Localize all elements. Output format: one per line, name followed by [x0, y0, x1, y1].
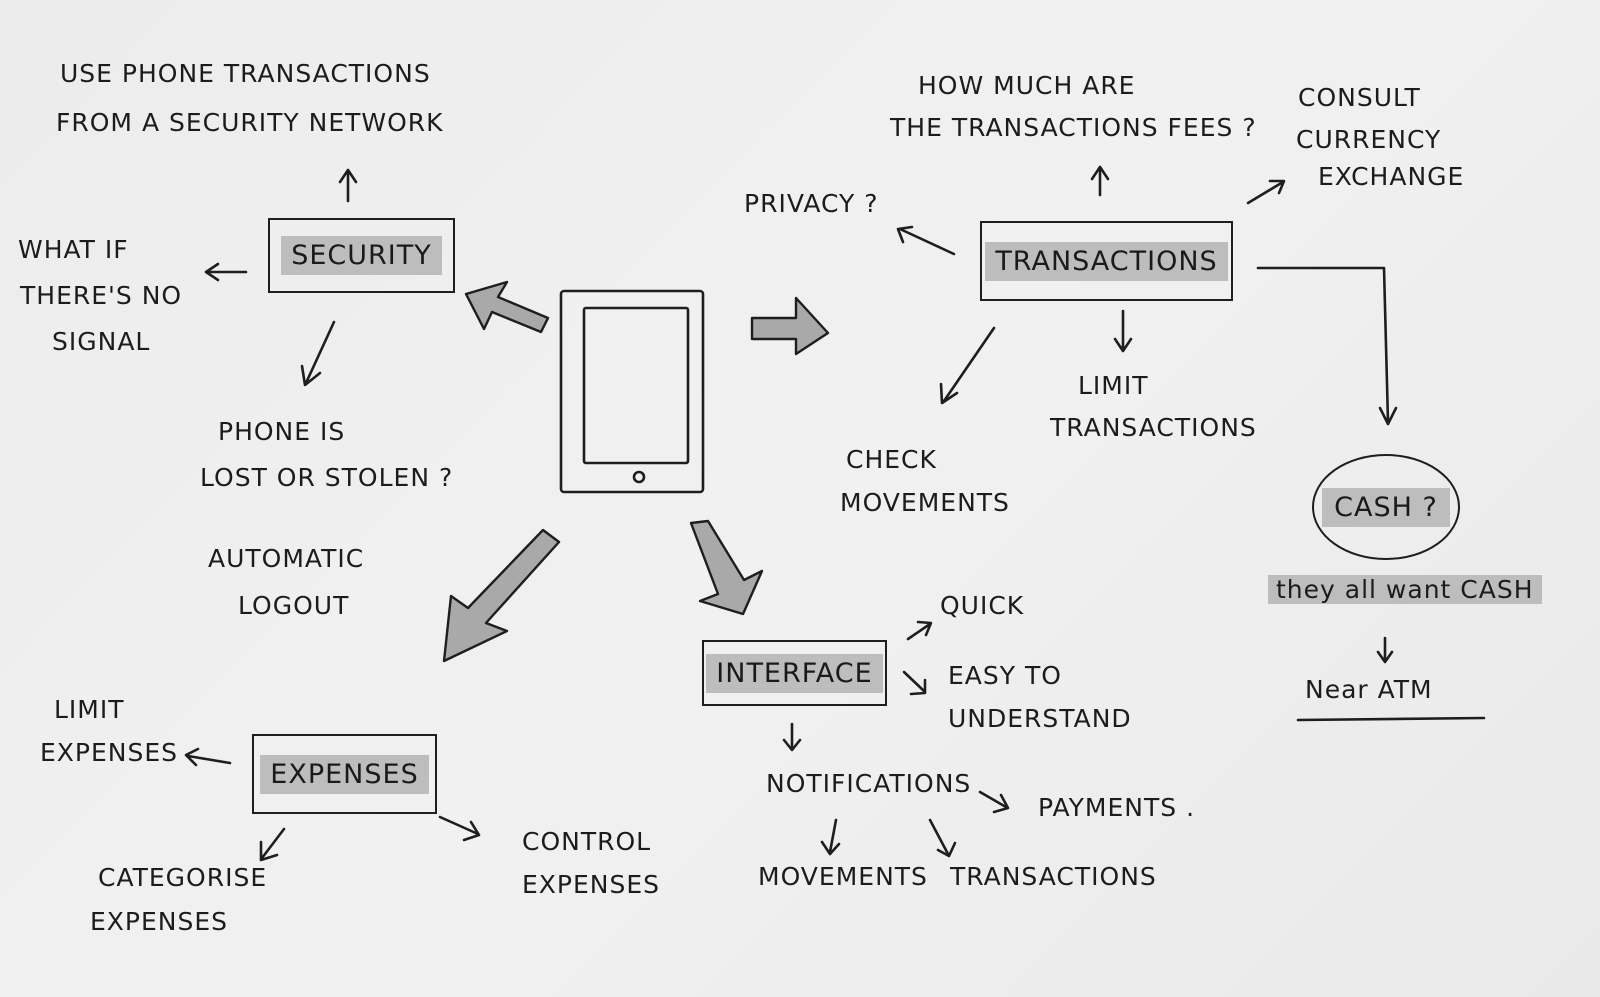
block-arrow-transactions	[750, 296, 830, 356]
security-label: SECURITY	[281, 236, 442, 275]
limit-transactions-note-2: TRANSACTIONS	[1050, 413, 1257, 442]
arrow-up-left-icon	[896, 225, 956, 256]
arrow-up-right-icon	[906, 620, 933, 641]
easy-note-1: EASY TO	[948, 661, 1062, 690]
control-expenses-note-2: EXPENSES	[522, 870, 661, 899]
control-expenses-note-1: CONTROL	[522, 827, 652, 856]
notifications-note: NOTIFICATIONS	[766, 769, 972, 798]
categorise-note-1: CATEGORISE	[98, 863, 268, 892]
arrow-down-left-icon	[939, 326, 996, 405]
payments-note: PAYMENTS .	[1038, 793, 1196, 822]
limit-expenses-note-2: EXPENSES	[40, 738, 179, 767]
arrow-down-right-icon	[902, 670, 927, 696]
exchange-note-2: CURRENCY	[1296, 125, 1442, 154]
cash-node: CASH ?	[1312, 454, 1460, 560]
arrow-up-right-icon	[1246, 179, 1286, 205]
logout-note-1: AUTOMATIC	[208, 544, 365, 573]
arrow-left-icon	[184, 747, 232, 767]
block-arrow-interface	[689, 519, 764, 616]
easy-note-2: UNDERSTAND	[948, 704, 1132, 733]
lost-note-1: PHONE IS	[218, 417, 346, 446]
arrow-down-icon	[1113, 309, 1133, 353]
phone-transactions-note-1: USE PHONE TRANSACTIONS	[60, 59, 431, 88]
interface-label: INTERFACE	[706, 653, 883, 693]
categorise-note-2: EXPENSES	[90, 907, 229, 936]
no-signal-note-2: THERE'S NO	[20, 281, 183, 310]
arrow-down-left-icon	[300, 320, 336, 387]
fees-note-1: HOW MUCH ARE	[918, 71, 1136, 100]
arrow-up-icon	[1090, 165, 1110, 197]
interface-node: INTERFACE	[702, 640, 887, 706]
privacy-note: PRIVACY ?	[744, 189, 879, 218]
expenses-node: EXPENSES	[252, 734, 437, 814]
arrow-right-icon	[438, 815, 481, 842]
arrow-right-icon	[978, 790, 1010, 814]
arrow-down-left-icon	[259, 827, 286, 862]
arrow-down-icon	[1376, 636, 1394, 664]
fees-note-2: THE TRANSACTIONS FEES ?	[890, 113, 1257, 142]
arrow-down-icon	[928, 818, 957, 858]
arrow-down-icon	[820, 818, 841, 856]
limit-expenses-note-1: LIMIT	[54, 695, 125, 724]
phone-transactions-note-2: FROM A SECURITY NETWORK	[56, 108, 444, 137]
want-cash-note: they all want CASH	[1268, 568, 1542, 612]
cash-label: CASH ?	[1322, 487, 1450, 527]
transactions-note: TRANSACTIONS	[950, 862, 1157, 891]
logout-note-2: LOGOUT	[238, 591, 350, 620]
expenses-label: EXPENSES	[260, 754, 429, 794]
exchange-note-3: EXCHANGE	[1318, 162, 1465, 191]
check-movements-note-1: CHECK	[846, 445, 937, 474]
want-cash-text: they all want CASH	[1268, 575, 1542, 604]
near-atm-note: Near ATM	[1305, 675, 1433, 704]
near-atm-underline	[1296, 716, 1486, 722]
no-signal-note-1: WHAT IF	[18, 235, 129, 264]
check-movements-note-2: MOVEMENTS	[840, 488, 1010, 517]
block-arrow-expenses	[442, 528, 561, 663]
movements-note: MOVEMENTS	[758, 862, 928, 891]
arrow-down-icon	[782, 722, 802, 752]
exchange-note-1: CONSULT	[1298, 83, 1421, 112]
connector-to-cash	[1256, 266, 1398, 426]
phone-icon	[559, 289, 705, 494]
arrow-left-icon	[204, 262, 248, 282]
block-arrow-security	[464, 280, 550, 334]
transactions-label: TRANSACTIONS	[985, 241, 1228, 281]
limit-transactions-note-1: LIMIT	[1078, 371, 1149, 400]
quick-note: QUICK	[940, 591, 1025, 620]
security-node: SECURITY	[268, 218, 455, 293]
transactions-node: TRANSACTIONS	[980, 221, 1233, 301]
lost-note-2: LOST OR STOLEN ?	[200, 463, 454, 492]
arrow-up-icon	[338, 168, 358, 203]
no-signal-note-3: SIGNAL	[52, 327, 151, 356]
